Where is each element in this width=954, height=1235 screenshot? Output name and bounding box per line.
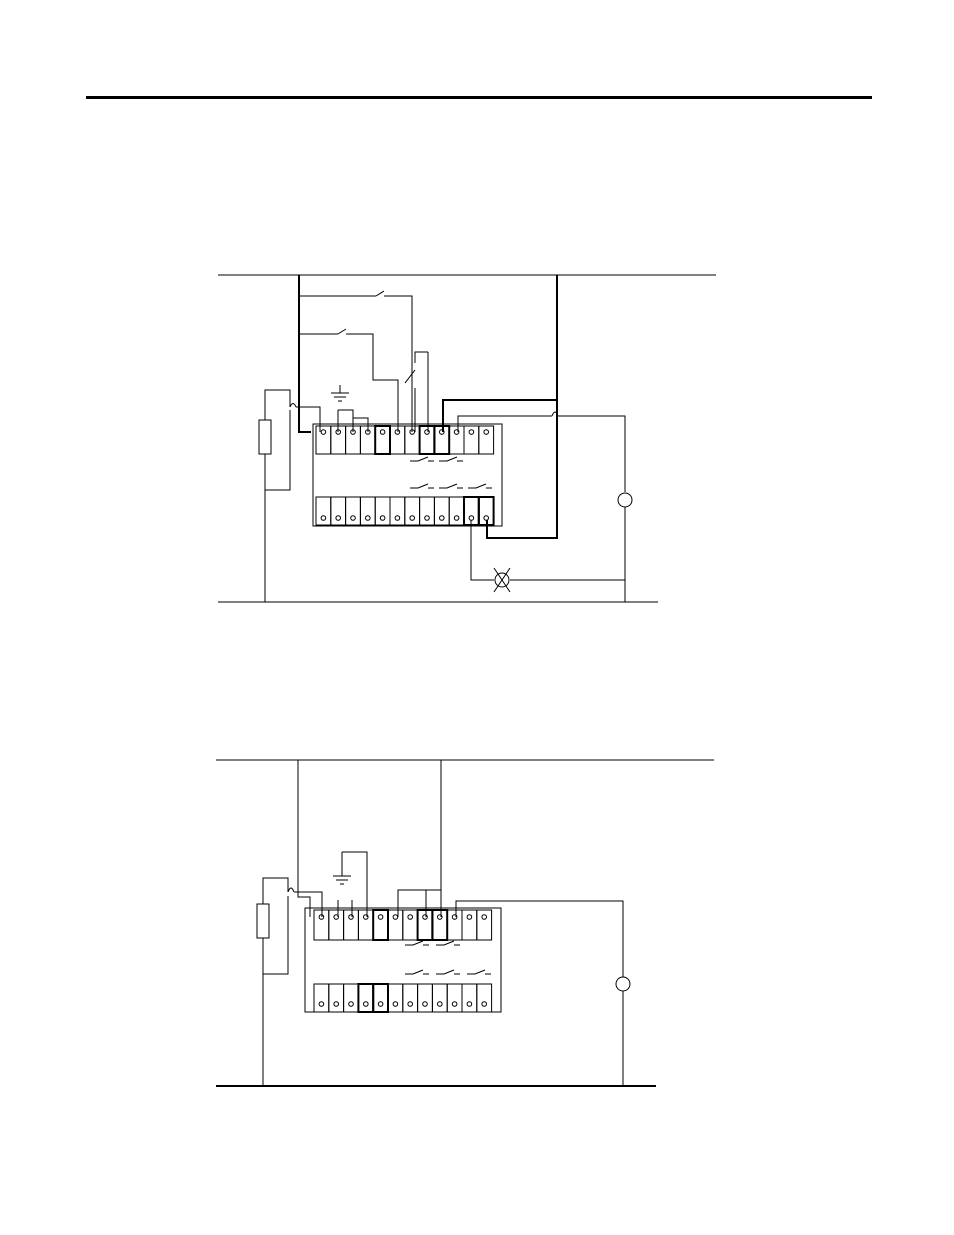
top-rail-drop (487, 275, 557, 538)
terminal-screw-icon (349, 915, 354, 920)
resistor-icon (257, 904, 269, 938)
terminal-screw-icon (393, 915, 398, 920)
terminal-screw-icon (366, 516, 371, 521)
resistor-icon (259, 420, 271, 454)
terminal-cell (477, 984, 492, 1012)
lower-terminals (316, 497, 494, 525)
terminal-screw-icon (410, 516, 415, 521)
terminal-screw-icon (393, 1002, 398, 1007)
terminal-screw-icon (484, 430, 489, 435)
header-rule (86, 96, 872, 99)
terminal-cell (358, 984, 373, 1012)
lower-terminals (314, 984, 492, 1012)
terminal-cell (462, 984, 477, 1012)
terminal-screw-icon (349, 1002, 354, 1007)
terminal-cell (314, 984, 329, 1012)
terminal-screw-icon (467, 1002, 472, 1007)
terminal-screw-icon (452, 1002, 457, 1007)
terminal-cell (329, 984, 344, 1012)
lamp-wire (471, 520, 625, 580)
terminal-screw-icon (408, 915, 413, 920)
upper-terminals (314, 910, 492, 940)
switch-3-contact (405, 352, 428, 432)
ground-icon (331, 385, 349, 401)
terminal-cell (344, 984, 359, 1012)
resistor-wire (263, 878, 322, 1086)
terminal-screw-icon (319, 1002, 324, 1007)
terminal-screw-icon (321, 430, 326, 435)
terminal-screw-icon (482, 1002, 487, 1007)
ground-icon (333, 852, 351, 884)
terminal-cell (403, 984, 418, 1012)
ground-wire (338, 410, 368, 432)
terminal-screw-icon (336, 516, 341, 521)
wiring-diagram-1 (0, 260, 954, 610)
motor-coil-icon (618, 493, 632, 507)
main-bus-wire (299, 275, 311, 432)
terminal-cell (432, 984, 447, 1012)
terminal-screw-icon (425, 430, 430, 435)
terminal-screw-icon (378, 915, 383, 920)
upper-terminal-block (313, 424, 502, 526)
terminal-cell (447, 984, 462, 1012)
terminal-screw-icon (423, 1002, 428, 1007)
motor-feed-wire (456, 901, 623, 977)
terminal-screw-icon (380, 516, 385, 521)
relay-contacts-upper (405, 941, 460, 945)
terminal-screw-icon (408, 1002, 413, 1007)
terminal-screw-icon (440, 516, 445, 521)
switch-2-contact (338, 329, 398, 432)
terminal-screw-icon (454, 516, 459, 521)
terminal-screw-icon (378, 1002, 383, 1007)
terminal-screw-icon (467, 915, 472, 920)
main-bus-wire (298, 760, 310, 917)
terminal-cell (331, 497, 346, 525)
terminal-screw-icon (319, 915, 324, 920)
terminal-cell (373, 984, 388, 1012)
upper-terminals (316, 426, 494, 454)
relay-contacts-upper (410, 457, 463, 461)
terminal-screw-icon (395, 516, 400, 521)
relay-contacts-lower (405, 970, 491, 974)
wiring-diagram-2 (0, 745, 954, 1095)
terminal-screw-icon (380, 430, 385, 435)
upper-bus-wire (398, 760, 441, 917)
terminal-cell (405, 497, 420, 525)
terminal-screw-icon (351, 516, 356, 521)
terminal-cell (418, 984, 433, 1012)
terminal-cell (388, 984, 403, 1012)
terminal-screw-icon (321, 516, 326, 521)
terminal-screw-icon (469, 516, 474, 521)
motor-coil-icon (616, 977, 630, 991)
terminal-screw-icon (334, 1002, 339, 1007)
terminal-screw-icon (482, 915, 487, 920)
relay-contacts-lower (410, 484, 492, 488)
terminal-screw-icon (423, 915, 428, 920)
terminal-screw-icon (484, 516, 489, 521)
terminal-screw-icon (395, 430, 400, 435)
terminal-screw-icon (425, 516, 430, 521)
terminal-screw-icon (364, 1002, 369, 1007)
terminal-screw-icon (438, 1002, 443, 1007)
pilot-lamp-cross (494, 568, 510, 592)
resistor-wire (265, 390, 320, 602)
terminal-screw-icon (469, 430, 474, 435)
switch-1-contact (376, 291, 412, 432)
